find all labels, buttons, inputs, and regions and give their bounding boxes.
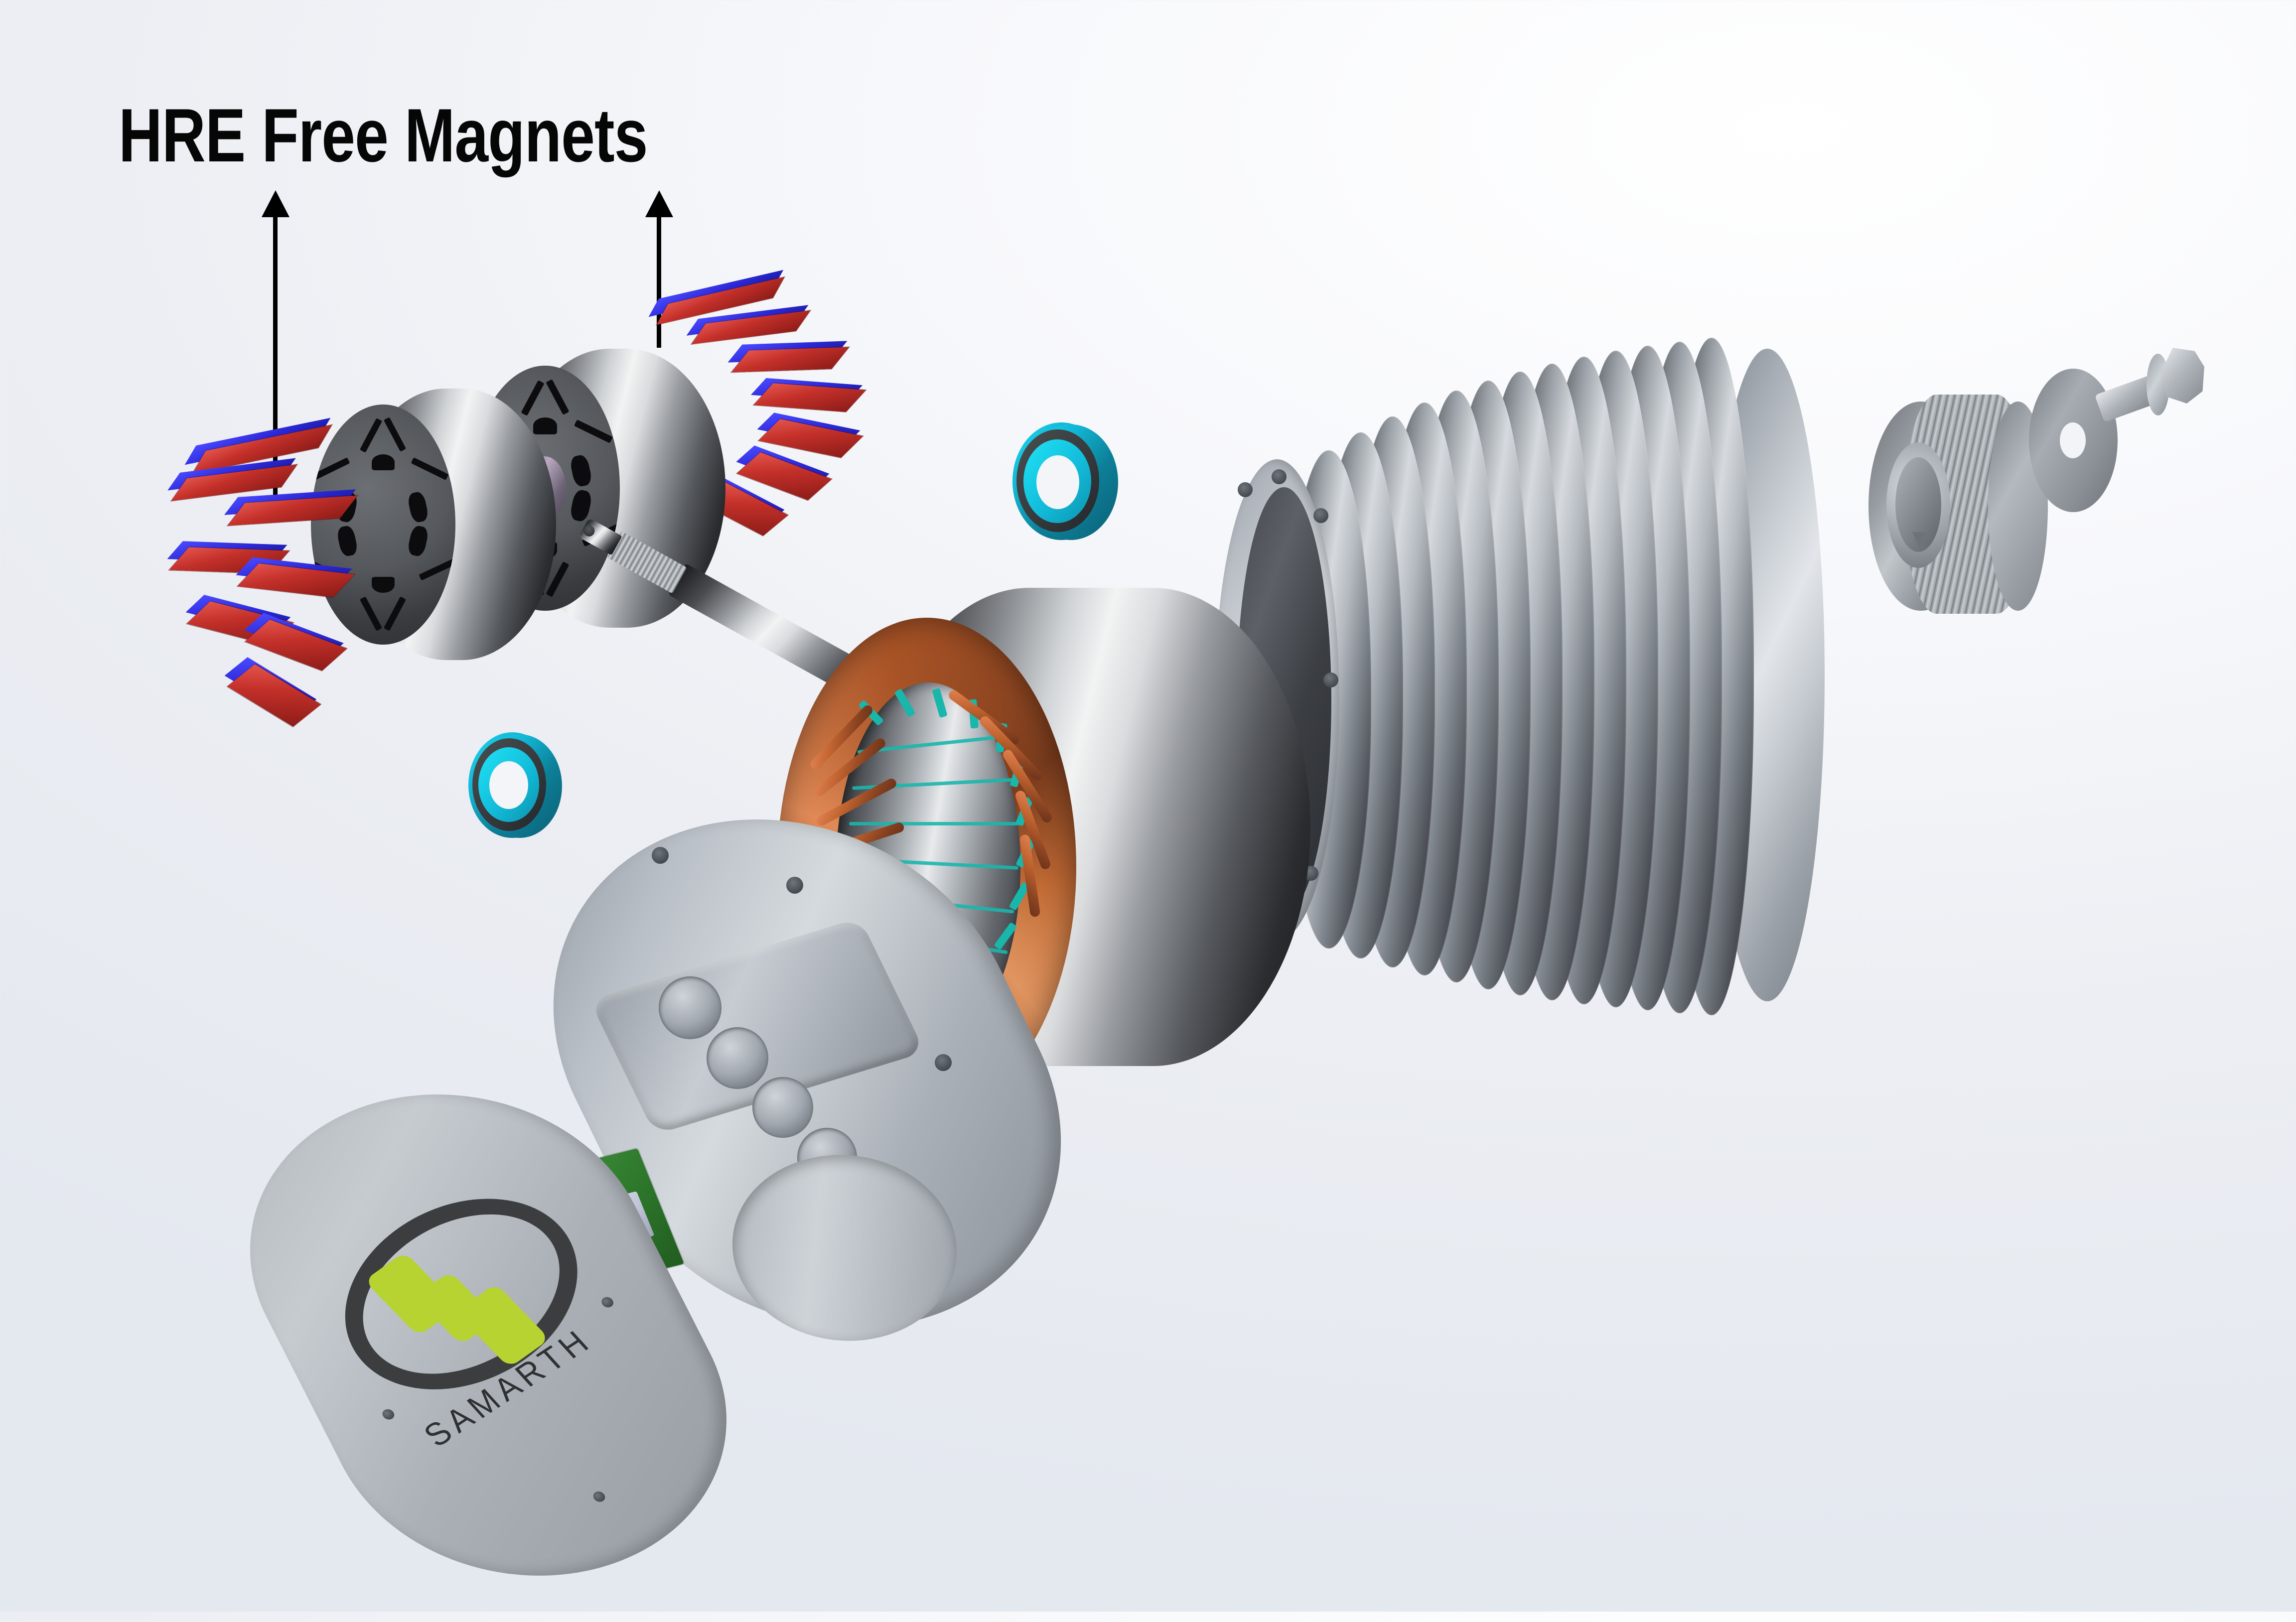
left-callout-arrow [262, 190, 289, 516]
page-title: HRE Free Magnets [119, 93, 648, 178]
magnet-array-left [164, 413, 473, 762]
arrow-head-icon [262, 190, 289, 217]
flange-bolt-hole [1272, 469, 1287, 484]
arrow-head-icon [645, 190, 673, 217]
bracket-bolt-hole [786, 877, 803, 894]
bracket-boss [752, 1077, 813, 1138]
rotor-lamination-stack-1 [304, 389, 613, 697]
arrow-shaft [657, 217, 661, 348]
flange-bolt-hole [1313, 508, 1328, 523]
bracket-boss [659, 976, 721, 1039]
rotor-end-face [311, 405, 455, 645]
right-callout-arrow [645, 190, 673, 348]
magnet-north-pole [758, 419, 863, 458]
washer-hole [2060, 422, 2086, 458]
hex-bolt [2094, 338, 2222, 452]
bracket-bolt-hole [652, 847, 669, 864]
flange-bolt-hole [1323, 673, 1338, 687]
arrow-shaft [273, 217, 278, 516]
end-bracket [476, 764, 1139, 1383]
bearing-front [1012, 422, 1118, 547]
motor-housing [1206, 329, 1903, 1076]
bolt-hex-head [2160, 348, 2204, 404]
bracket-bolt-hole [935, 1054, 952, 1071]
flange-bolt-hole [1238, 482, 1253, 497]
bracket-boss [707, 1027, 768, 1089]
bearing-rear [468, 732, 563, 844]
timing-pulley [1868, 369, 2128, 628]
